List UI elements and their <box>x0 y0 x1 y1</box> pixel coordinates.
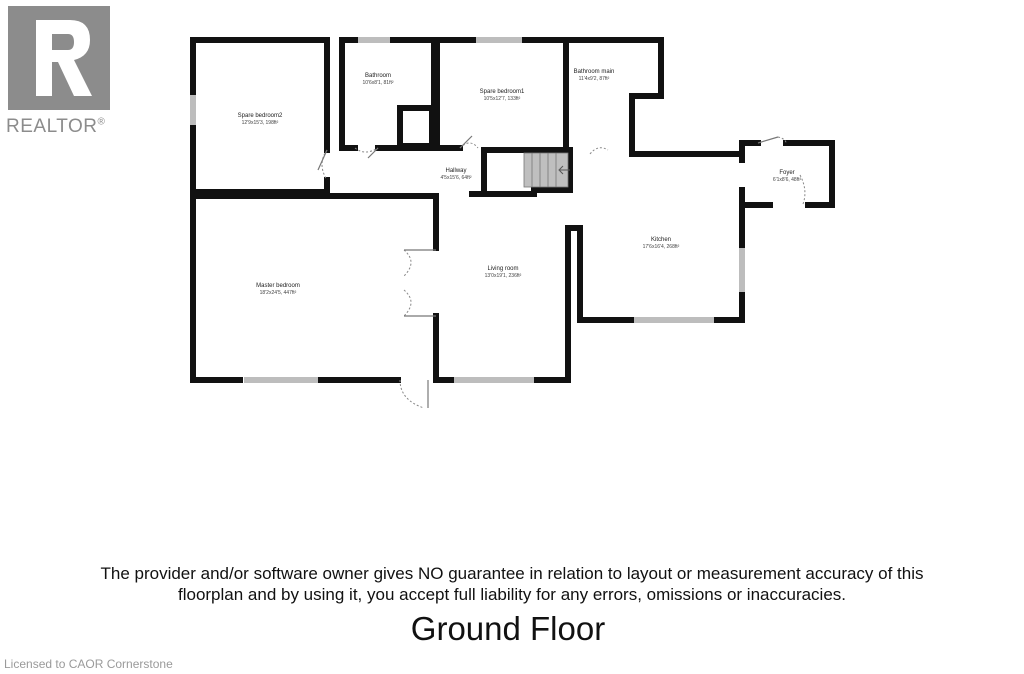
room-name: Foyer <box>779 170 794 176</box>
room-name: Master bedroom <box>256 283 300 289</box>
arrow-left-icon <box>558 165 570 175</box>
floor-title: Ground Floor <box>410 610 606 647</box>
room-spare-bedroom2: Spare bedroom2 12'9x15'3, 198ft² <box>190 37 330 195</box>
disclaimer-line1: The provider and/or software owner gives… <box>100 564 924 583</box>
disclaimer-line2: floorplan and by using it, you accept fu… <box>177 585 847 604</box>
room-living-room: Living room 13'0x19'1, 236ft² <box>433 266 571 383</box>
room-dims: 18'2x24'5, 447ft² <box>260 290 297 296</box>
room-name: Kitchen <box>651 237 671 243</box>
room-bathroom: Bathroom 10'6x8'1, 81ft² <box>339 37 437 151</box>
license-watermark: Licensed to CAOR Cornerstone <box>4 657 173 671</box>
room-dims: 10'5x12'7, 133ft² <box>484 96 521 102</box>
room-dims: 13'0x19'1, 236ft² <box>485 273 522 279</box>
stairs <box>523 152 570 188</box>
room-dims: 4'5x15'6, 64ft² <box>440 175 471 181</box>
room-name: Bathroom main <box>574 69 615 75</box>
realtor-logo: REALTOR® <box>6 6 120 140</box>
room-name: Living room <box>487 266 518 272</box>
room-name: Spare bedroom2 <box>238 113 283 119</box>
room-hallway: Hallway 4'5x15'6, 64ft² <box>440 147 573 197</box>
room-dims: 6'1x8'6, 48ft² <box>773 177 802 183</box>
room-dims: 12'9x15'3, 198ft² <box>242 120 279 126</box>
room-name: Spare bedroom1 <box>480 89 525 95</box>
room-kitchen: Kitchen 17'6x16'4, 268ft² <box>565 202 745 383</box>
room-name: Bathroom <box>365 73 391 79</box>
room-dims: 11'4x9'2, 87ft² <box>579 76 610 82</box>
room-spare-bedroom1: Spare bedroom1 10'5x12'7, 133ft² <box>434 37 569 153</box>
room-bathroom-main: Bathroom main 11'4x9'2, 87ft² <box>566 37 743 157</box>
room-master-bedroom: Master bedroom 18'2x24'5, 447ft² <box>190 193 439 409</box>
realtor-wordmark: REALTOR® <box>6 116 106 137</box>
disclaimer: The provider and/or software owner gives… <box>20 563 1004 605</box>
room-dims: 17'6x16'4, 268ft² <box>643 244 680 250</box>
room-name: Hallway <box>445 168 466 174</box>
realtor-r-mark <box>8 6 110 110</box>
room-dims: 10'6x8'1, 81ft² <box>362 80 393 86</box>
interior-doors <box>317 135 609 181</box>
floor-plan: Spare bedroom2 12'9x15'3, 198ft² Bathroo… <box>190 37 835 409</box>
room-foyer: Foyer 6'1x8'6, 48ft² <box>739 136 835 208</box>
